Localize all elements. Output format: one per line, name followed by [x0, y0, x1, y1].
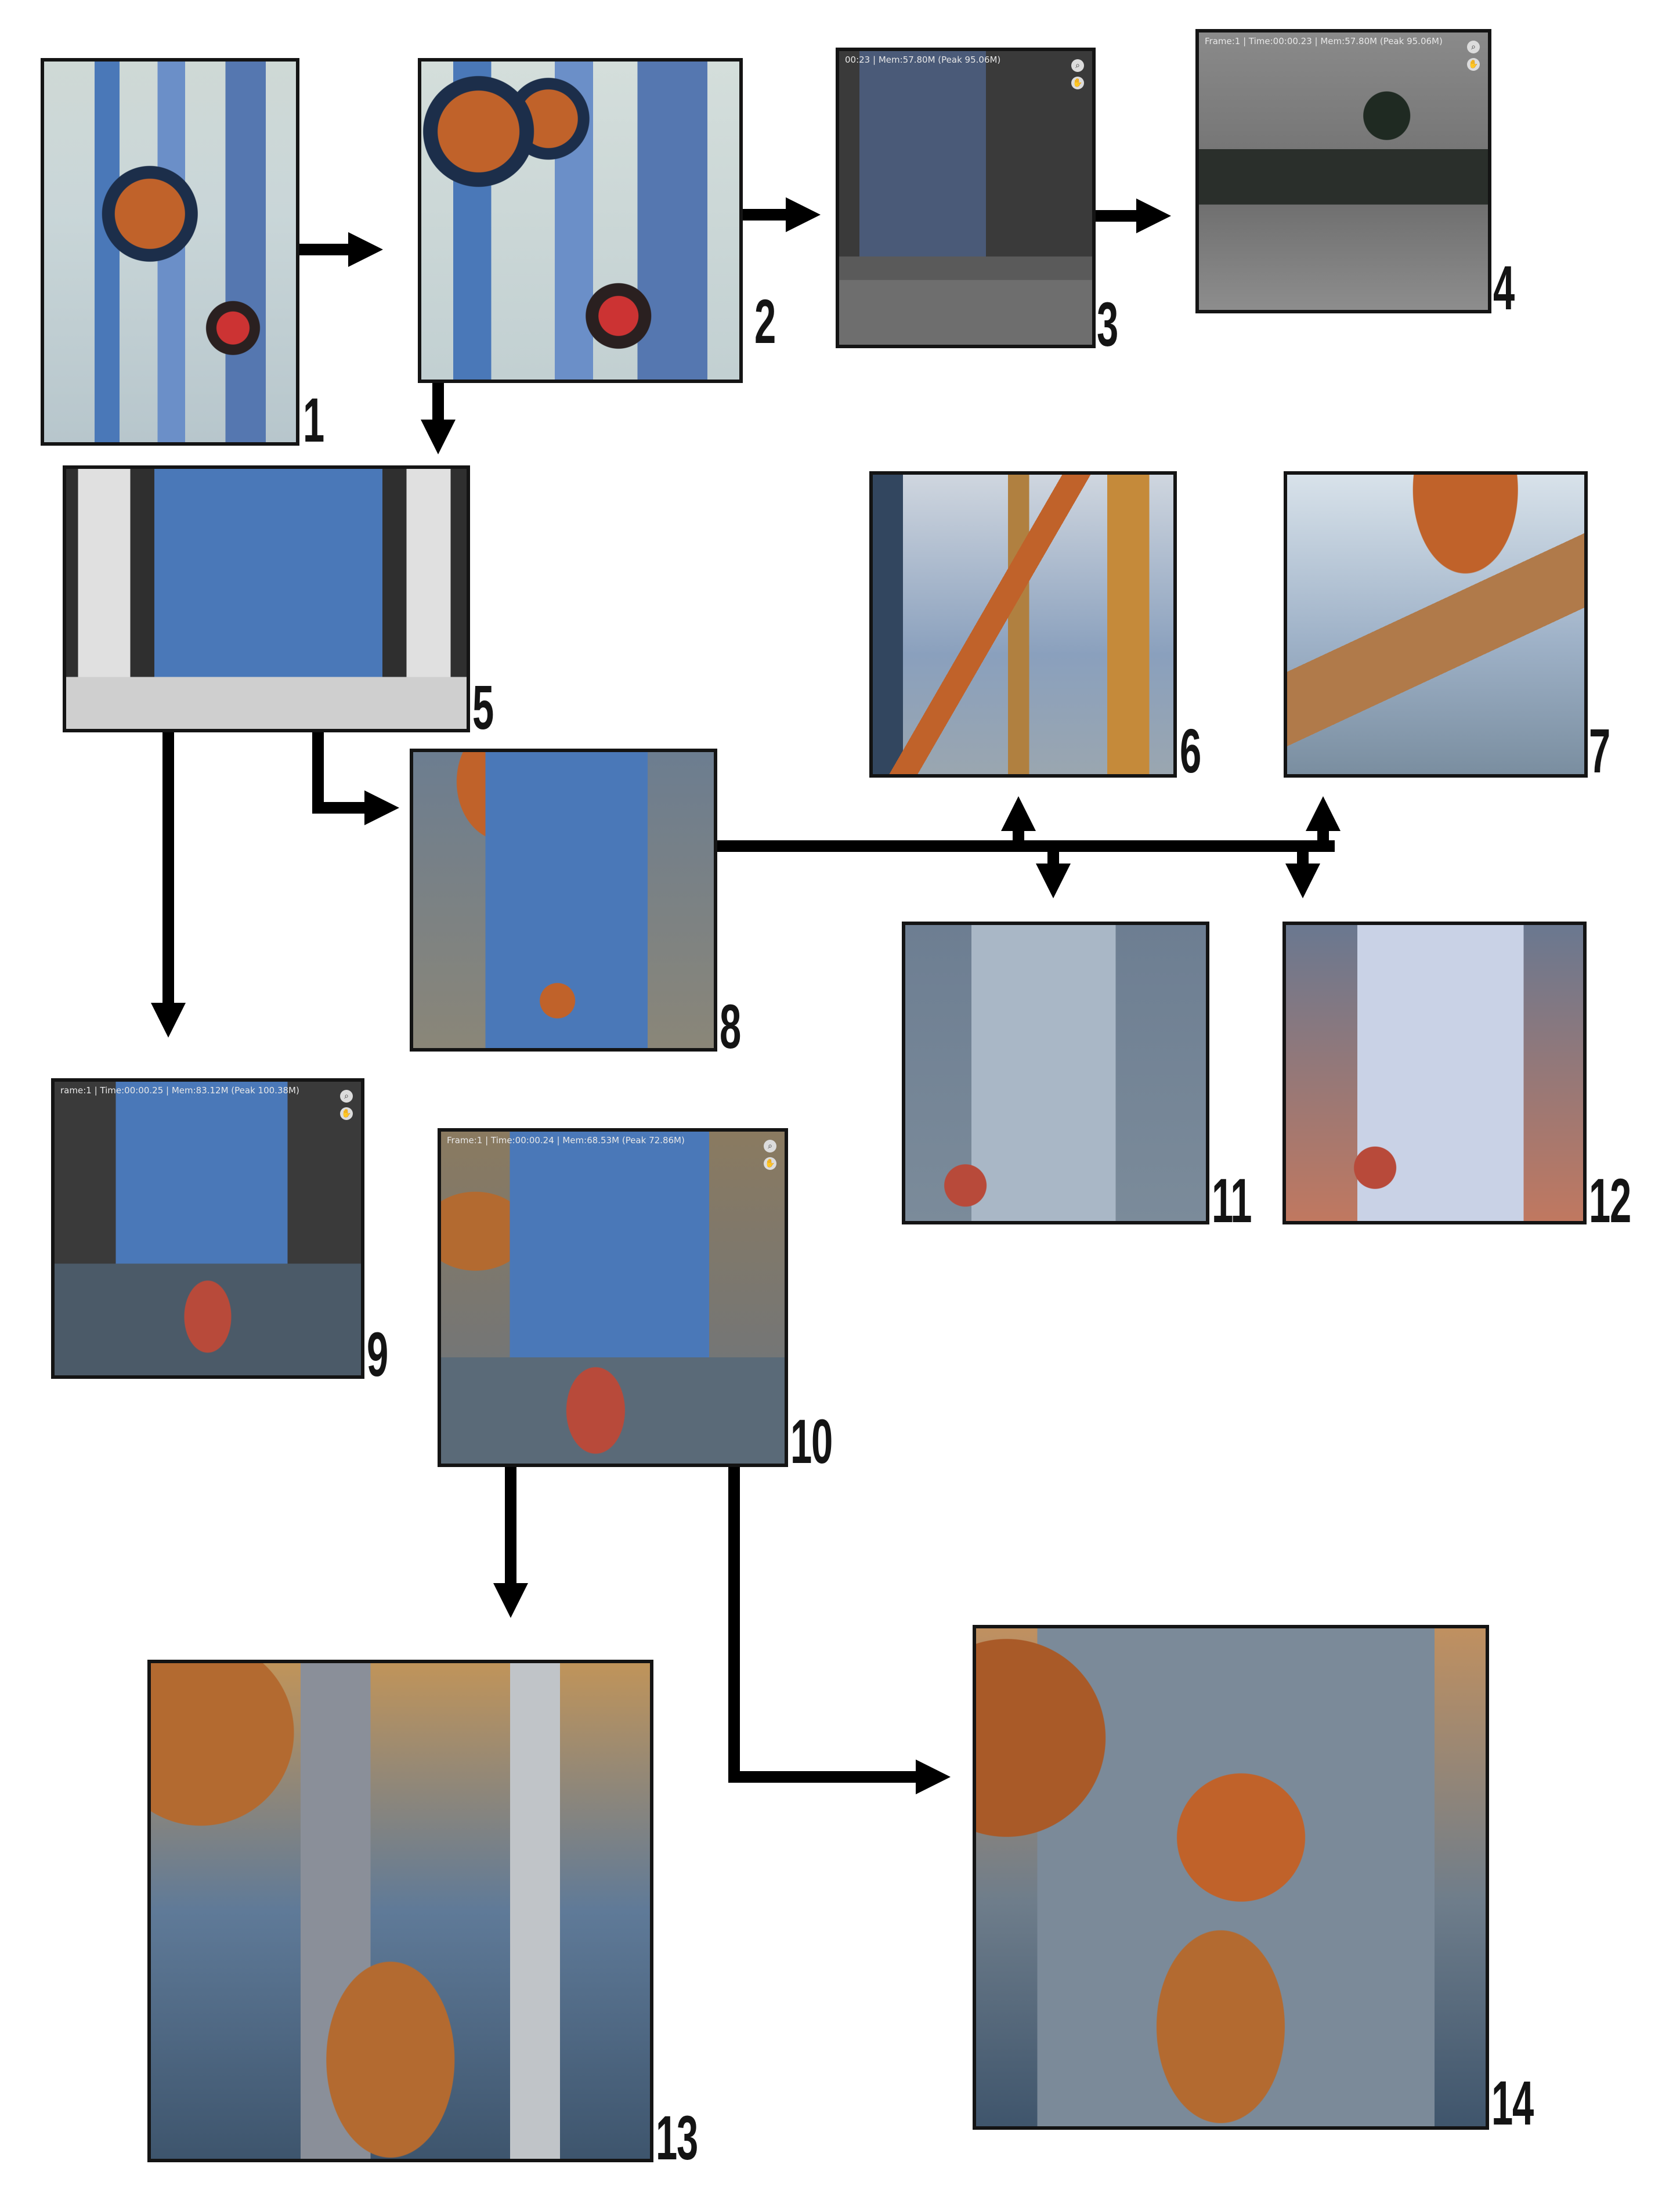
hand-pan-icon[interactable]: ✋ [764, 1157, 776, 1170]
hand-pan-icon[interactable]: ✋ [340, 1107, 353, 1120]
panel-5-scene-setup [63, 465, 470, 732]
arrow-5-to-8 [312, 728, 399, 825]
zoom-icon[interactable]: ⌕ [1467, 41, 1480, 53]
panel-13-final-render-a [147, 1660, 653, 2162]
hand-pan-icon[interactable]: ✋ [1467, 58, 1480, 71]
panel-10-hud: Frame:1 | Time:00:00.24 | Mem:68.53M (Pe… [447, 1135, 685, 1146]
panel-2-number: 2 [754, 286, 776, 356]
panel-1-concept-painting [41, 58, 299, 446]
panel-6-factory-interior [869, 471, 1177, 778]
panel-5-number: 5 [472, 672, 494, 742]
panel-11-number: 11 [1212, 1165, 1252, 1235]
panel-3-hud: 00:23 | Mem:57.80M (Peak 95.06M) [845, 55, 1001, 65]
panel-9-viewport-render: rame:1 | Time:00:00.25 | Mem:83.12M (Pea… [51, 1078, 364, 1379]
zoom-icon[interactable]: ⌕ [1071, 59, 1084, 72]
panel-4-3d-render: Frame:1 | Time:00:00.23 | Mem:57.80M (Pe… [1195, 29, 1491, 313]
panel-14-number: 14 [1491, 2068, 1534, 2138]
panel-4-hud: Frame:1 | Time:00:00.23 | Mem:57.80M (Pe… [1205, 36, 1443, 46]
panel-3-number: 3 [1097, 289, 1118, 359]
panel-10-viewport-render: Frame:1 | Time:00:00.24 | Mem:68.53M (Pe… [438, 1128, 788, 1467]
panel-8-number: 8 [720, 991, 741, 1061]
hand-pan-icon[interactable]: ✋ [1071, 77, 1084, 89]
panel-2-cropped-painting [418, 58, 743, 383]
panel-7-pipeline-closeup [1284, 471, 1588, 778]
panel-11-machine-closeup [902, 922, 1209, 1224]
panel-10-number: 10 [790, 1406, 833, 1476]
panel-12-machine-closeup [1282, 922, 1587, 1224]
panel-12-number: 12 [1589, 1165, 1631, 1235]
panel-6-number: 6 [1180, 716, 1201, 786]
panel-7-number: 7 [1589, 716, 1610, 786]
panel-4-number: 4 [1493, 252, 1515, 323]
zoom-icon[interactable]: ⌕ [764, 1140, 776, 1153]
panel-9-number: 9 [367, 1319, 388, 1389]
panel-13-number: 13 [656, 2102, 698, 2173]
panel-9-hud: rame:1 | Time:00:00.25 | Mem:83.12M (Pea… [60, 1085, 299, 1096]
zoom-icon[interactable]: ⌕ [340, 1090, 353, 1103]
panel-14-final-render-b [973, 1625, 1489, 2130]
panel-1-number: 1 [303, 385, 324, 455]
panel-3-viewport-render: 00:23 | Mem:57.80M (Peak 95.06M) ⌕ ✋ [836, 48, 1096, 348]
panel-8-composite-blur [410, 749, 717, 1052]
arrow-10-to-14 [728, 1467, 951, 1794]
